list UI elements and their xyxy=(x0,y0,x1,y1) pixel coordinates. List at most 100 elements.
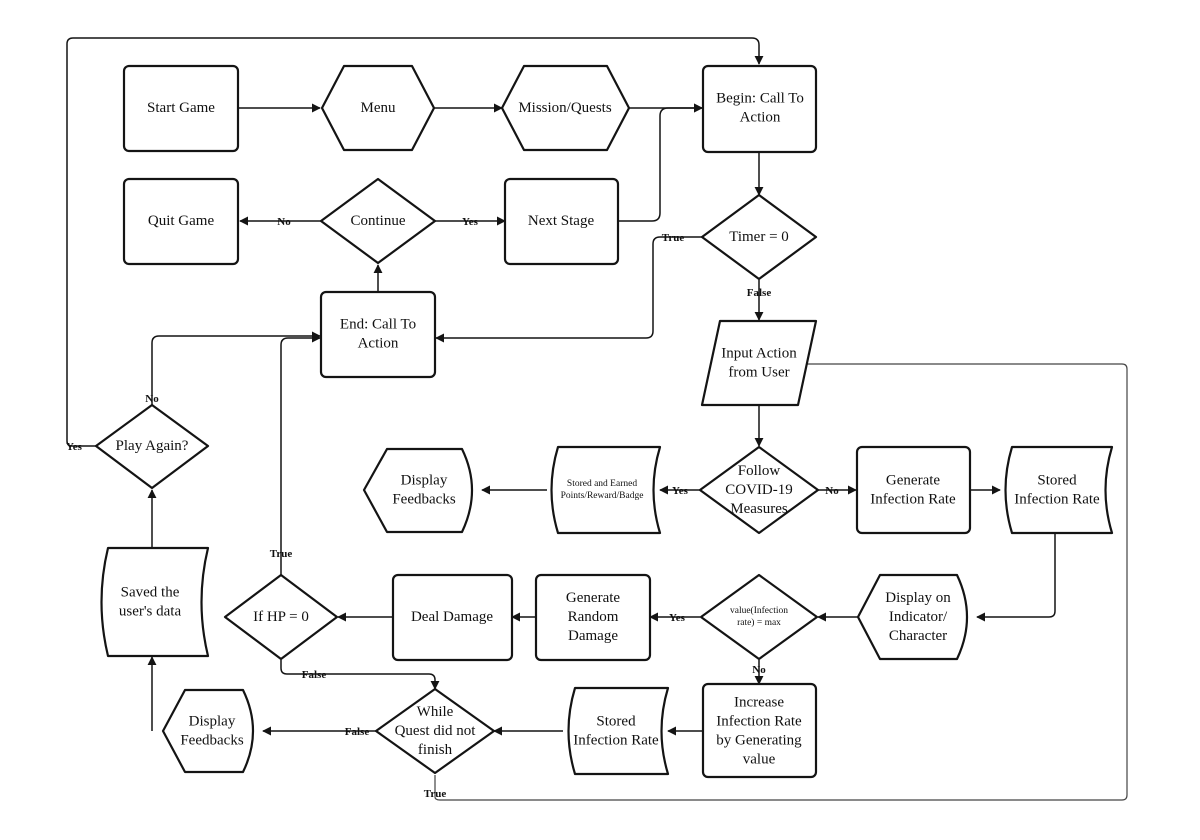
missions-label: Mission/Quests xyxy=(518,100,612,116)
hp-false-label: False xyxy=(302,669,327,681)
while-quest-label-line: While xyxy=(417,704,454,720)
timer-label-line: Timer = 0 xyxy=(729,229,789,245)
edge-playagain-to-begin xyxy=(66,37,764,447)
deal-damage-label-line: Deal Damage xyxy=(411,609,493,625)
display-feedbacks-bottom-label-line: Feedbacks xyxy=(180,733,243,749)
random-damage-label-line: Damage xyxy=(568,628,618,644)
generate-rate-box xyxy=(855,445,972,535)
start-game-label-line: Start Game xyxy=(147,100,215,116)
while-quest-label-line: finish xyxy=(418,742,453,758)
stored-rate-top-shape xyxy=(1004,445,1114,535)
hp-true-label: True xyxy=(270,548,293,560)
node-saved-data: Saved the user's data xyxy=(100,546,210,658)
value-max-diamond xyxy=(699,573,819,661)
quit-game-label: Quit Game xyxy=(148,213,215,229)
play-again-diamond xyxy=(94,403,210,490)
node-missions: Mission/Quests xyxy=(500,64,631,152)
node-play-again: Play Again? xyxy=(94,403,210,490)
display-indicator-shape xyxy=(856,573,969,661)
edge-storedrate-to-indicator xyxy=(976,534,1056,622)
increase-rate-box xyxy=(701,682,818,779)
connectors xyxy=(66,37,1128,801)
edge-timer-to-end xyxy=(435,236,702,343)
play-again-label: Play Again? xyxy=(116,438,189,454)
menu-label-line: Menu xyxy=(361,100,396,116)
saved-data-label: Saved the user's data xyxy=(119,585,182,620)
next-stage-label-line: Next Stage xyxy=(528,213,595,229)
display-indicator-label: Display on Indicator/Character xyxy=(885,590,951,644)
next-stage-label: Next Stage xyxy=(528,213,595,229)
node-deal-damage: Deal Damage xyxy=(391,573,514,662)
edge-quest-loop-to-input xyxy=(434,359,1128,801)
generate-rate-label-line: Generate xyxy=(886,473,940,489)
node-menu: Menu xyxy=(320,64,436,152)
saved-data-label-line: user's data xyxy=(119,604,182,620)
stored-points-shape xyxy=(550,445,662,535)
follow-measures-label-line: COVID-19 xyxy=(725,482,793,498)
end-cta-box xyxy=(319,290,437,379)
stored-rate-bottom-shape xyxy=(567,686,670,776)
play-again-yes-label: Yes xyxy=(66,441,83,453)
increase-rate-label-line: value xyxy=(743,752,776,768)
stored-points-label-line: Points/Reward/Badge xyxy=(561,491,644,501)
display-indicator-label-line: Character xyxy=(889,628,947,644)
measures-no-label: No xyxy=(825,485,839,497)
display-feedbacks-top-label-line: Display xyxy=(401,473,448,489)
saved-data-shape xyxy=(100,546,210,658)
deal-damage-label: Deal Damage xyxy=(411,609,493,625)
start-game-label: Start Game xyxy=(147,100,215,116)
max-yes-label: Yes xyxy=(669,612,686,624)
continue-label: Continue xyxy=(351,213,406,229)
display-indicator-label-line: Display on xyxy=(885,590,951,606)
missions-label-line: Mission/Quests xyxy=(518,100,612,116)
stored-rate-bottom-label-line: Stored xyxy=(596,714,636,730)
increase-rate-label-line: by Generating xyxy=(716,733,802,749)
display-indicator-label-line: Indicator/ xyxy=(889,609,948,625)
if-hp-diamond xyxy=(223,573,339,661)
follow-measures-label-line: Follow xyxy=(738,463,781,479)
next-stage-box xyxy=(503,177,620,266)
begin-cta-label-line: Action xyxy=(740,110,781,126)
start-game-box xyxy=(122,64,240,153)
stored-points-label-line: Stored and Earned xyxy=(567,479,637,489)
measures-yes-label: Yes xyxy=(672,485,689,497)
menu-label: Menu xyxy=(361,100,396,116)
quest-false-label: False xyxy=(345,726,370,738)
end-cta-label-line: End: Call To xyxy=(340,317,416,333)
timer-label: Timer = 0 xyxy=(729,229,789,245)
stored-rate-top-label-line: Infection Rate xyxy=(1014,492,1100,508)
follow-measures-diamond xyxy=(698,445,820,535)
increase-rate-label-line: Infection Rate xyxy=(716,714,802,730)
timer-true-label: True xyxy=(662,232,685,244)
generate-rate-label-line: Infection Rate xyxy=(870,492,956,508)
node-continue: Continue xyxy=(319,177,437,265)
continue-diamond xyxy=(319,177,437,265)
menu-hexagon xyxy=(320,64,436,152)
edge-nextstage-to-begin xyxy=(618,103,703,222)
saved-data-label-line: Saved the xyxy=(121,585,180,601)
edge-labels: No Yes True False No Yes Yes No True Fal… xyxy=(66,216,839,800)
play-again-no-label: No xyxy=(145,393,159,405)
node-quit-game: Quit Game xyxy=(122,177,240,266)
quest-true-label: True xyxy=(424,788,447,800)
random-damage-box xyxy=(534,573,652,662)
continue-label-line: Continue xyxy=(351,213,406,229)
